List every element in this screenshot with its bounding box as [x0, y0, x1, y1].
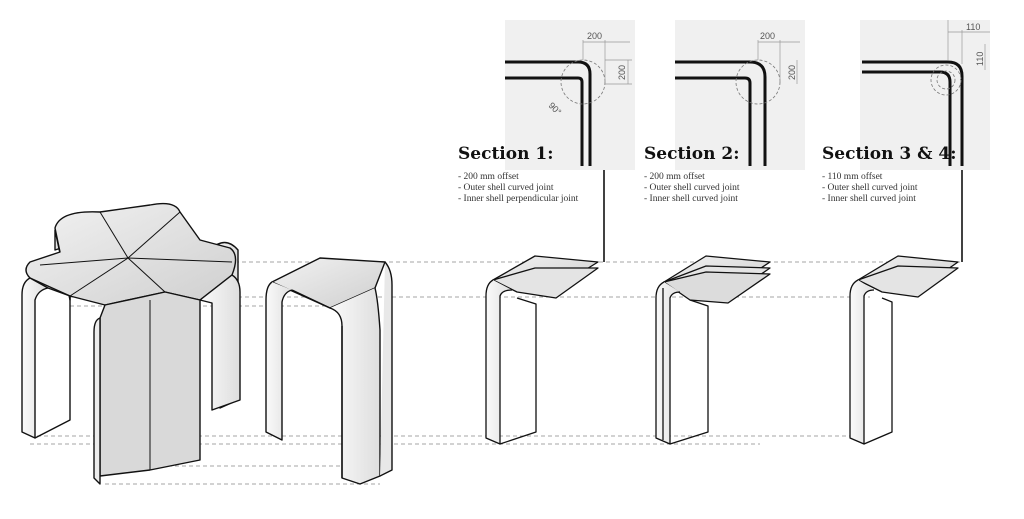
- section-2-dim-v: 200: [787, 65, 797, 80]
- section-3-4-notes: - 110 mm offset - Outer shell curved joi…: [822, 172, 918, 205]
- section-1-note: - 200 mm offset: [458, 172, 519, 182]
- section-2-note: - 200 mm offset: [644, 172, 705, 182]
- section-3-4-note: - 110 mm offset: [822, 172, 883, 182]
- section-3-4-title: Section 3 & 4:: [822, 144, 957, 164]
- section-3-4-dim-v: 110: [975, 52, 985, 66]
- section-1-dim-h: 200: [587, 31, 602, 41]
- section-2-dim-h: 200: [760, 31, 775, 41]
- section-2-title: Section 2:: [644, 144, 740, 164]
- section-1-title: Section 1:: [458, 144, 554, 164]
- section-1-note: - Outer shell curved joint: [458, 183, 554, 193]
- assembled-stool: [21, 202, 241, 485]
- section-3-4-detail: 110 110: [849, 20, 990, 445]
- section-3-4-note: - Inner shell curved joint: [822, 194, 916, 204]
- section-2-note: - Inner shell curved joint: [644, 194, 738, 204]
- section-2-note: - Outer shell curved joint: [644, 183, 740, 193]
- section-1-note: - Inner shell perpendicular joint: [458, 194, 579, 204]
- section-1-notes: - 200 mm offset - Outer shell curved joi…: [458, 172, 578, 205]
- section-1-dim-v: 200: [617, 65, 627, 80]
- section-2-detail: 200 200: [655, 20, 805, 445]
- section-3-4-dim-h: 110: [966, 22, 980, 32]
- module-stool: [265, 257, 393, 485]
- section-2-notes: - 200 mm offset - Outer shell curved joi…: [644, 172, 740, 205]
- section-3-4-note: - Outer shell curved joint: [822, 183, 918, 193]
- section-1-detail: 200 200 90°: [485, 20, 635, 445]
